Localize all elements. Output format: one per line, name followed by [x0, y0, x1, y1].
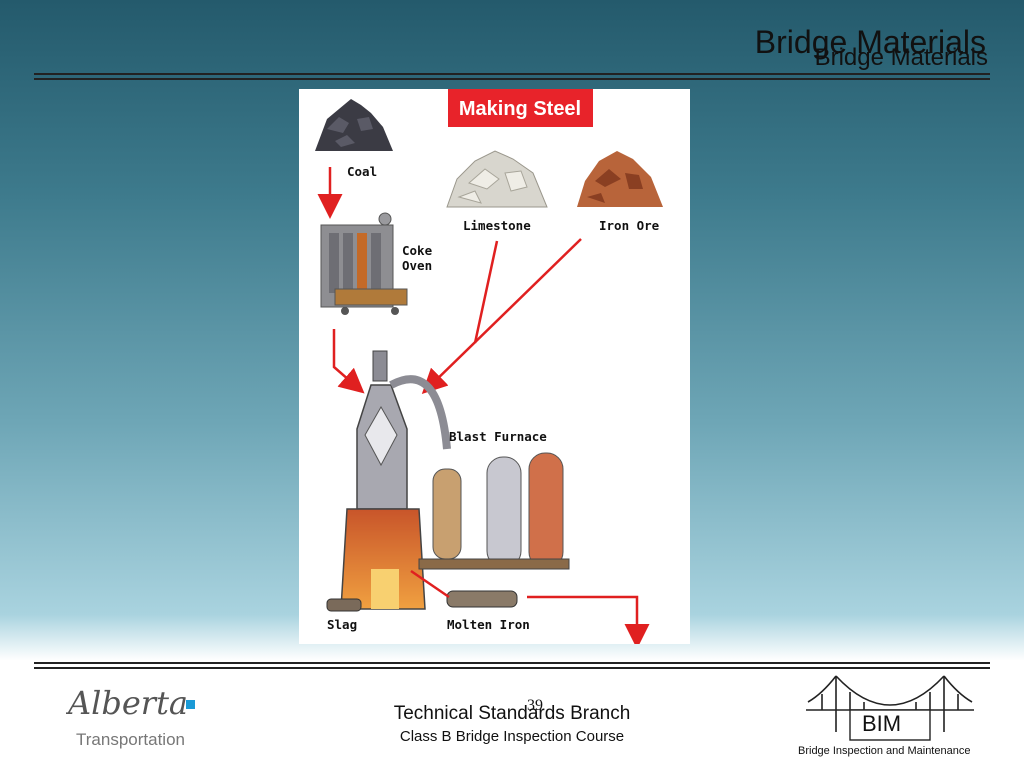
label-slag: Slag: [327, 617, 357, 632]
label-coal: Coal: [347, 164, 377, 179]
label-blast-furnace: Blast Furnace: [449, 429, 547, 444]
label-coke-oven-line2: Oven: [402, 258, 432, 273]
alberta-logo-square: [186, 700, 195, 709]
arrow-molten-iron-out: [527, 595, 650, 644]
iron-ore-pile-icon: [577, 151, 663, 207]
blast-furnace-icon: [326, 350, 570, 612]
label-limestone: Limestone: [463, 218, 531, 233]
label-coke-oven-line1: Coke: [402, 243, 433, 258]
page-number: 39: [527, 697, 543, 714]
arrow-to-molten-iron: [410, 569, 450, 599]
making-steel-diagram: Making Steel Coal Limestone Iron Ore: [299, 89, 690, 644]
header-rule-top: [34, 73, 990, 75]
arrow-ore-to-furnace: [421, 238, 582, 394]
alberta-logo-subword: Transportation: [76, 730, 185, 749]
footer-rule-bottom: [34, 667, 990, 669]
slide-title-shadow: Bridge Materials: [754, 24, 986, 60]
arrow-limestone-line: [473, 240, 499, 344]
bim-bridge-logo: [806, 672, 974, 742]
limestone-pile-icon: [446, 150, 548, 208]
arrow-oven-to-furnace: [332, 329, 365, 394]
label-molten-iron: Molten Iron: [447, 617, 530, 632]
slide-title: Bridge Materials: [814, 44, 988, 71]
banner-title: Making Steel: [459, 98, 581, 120]
footer-course: Class B Bridge Inspection Course: [399, 728, 625, 745]
coke-oven-icon: [320, 212, 408, 315]
header-rule-bottom: [34, 78, 990, 80]
coal-pile-icon: [315, 99, 393, 151]
bim-logo-text: BIM: [862, 711, 902, 736]
alberta-logo-word: Alberta: [66, 684, 188, 722]
making-steel-illustration: Making Steel Coal Limestone Iron Ore: [315, 89, 663, 644]
bim-logo-caption: Bridge Inspection and Maintenance: [798, 745, 971, 757]
footer-branch: Technical Standards Branch: [393, 703, 631, 724]
alberta-transportation-logo: Alberta Transportation: [65, 676, 206, 756]
banner-box: [448, 89, 593, 127]
footer-rule-top: [34, 662, 990, 664]
label-iron-ore: Iron Ore: [599, 218, 660, 233]
